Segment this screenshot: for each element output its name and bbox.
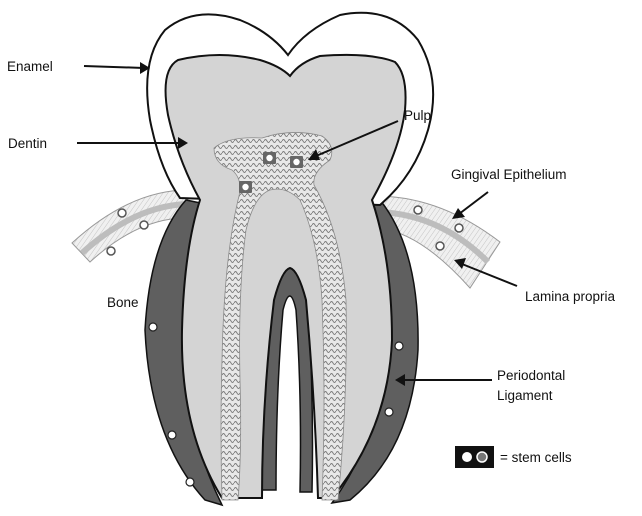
stem-cell	[107, 247, 115, 255]
stem-cell	[186, 478, 194, 486]
legend-cell-white	[462, 452, 472, 462]
stem-cell	[168, 431, 176, 439]
stem-cell	[263, 152, 276, 164]
stem-cell	[395, 342, 403, 350]
label-pulp: Pulp	[404, 108, 431, 123]
stem-cell	[118, 209, 126, 217]
label-dentin: Dentin	[8, 136, 47, 151]
label-gingival-epithelium: Gingival Epithelium	[451, 167, 567, 182]
label-bone: Bone	[107, 295, 139, 310]
stem-cell	[149, 323, 157, 331]
legend: = stem cells	[455, 446, 572, 468]
stem-cell	[436, 242, 444, 250]
stem-cell	[385, 408, 393, 416]
label-periodontal-ligament-line1: Periodontal	[497, 368, 565, 383]
label-periodontal-ligament-line2: Ligament	[497, 388, 553, 403]
stem-cell	[414, 206, 422, 214]
label-enamel: Enamel	[7, 59, 53, 74]
legend-label: = stem cells	[500, 450, 572, 465]
stem-cell	[455, 224, 463, 232]
legend-swatch	[455, 446, 494, 468]
legend-cell-gray	[477, 452, 487, 462]
arrow-enamel	[84, 66, 144, 68]
label-lamina-propria: Lamina propria	[525, 289, 616, 304]
arrow-gingival-epithelium	[459, 192, 488, 214]
stem-cell	[290, 156, 303, 168]
stem-cell	[140, 221, 148, 229]
stem-cell	[239, 181, 252, 193]
